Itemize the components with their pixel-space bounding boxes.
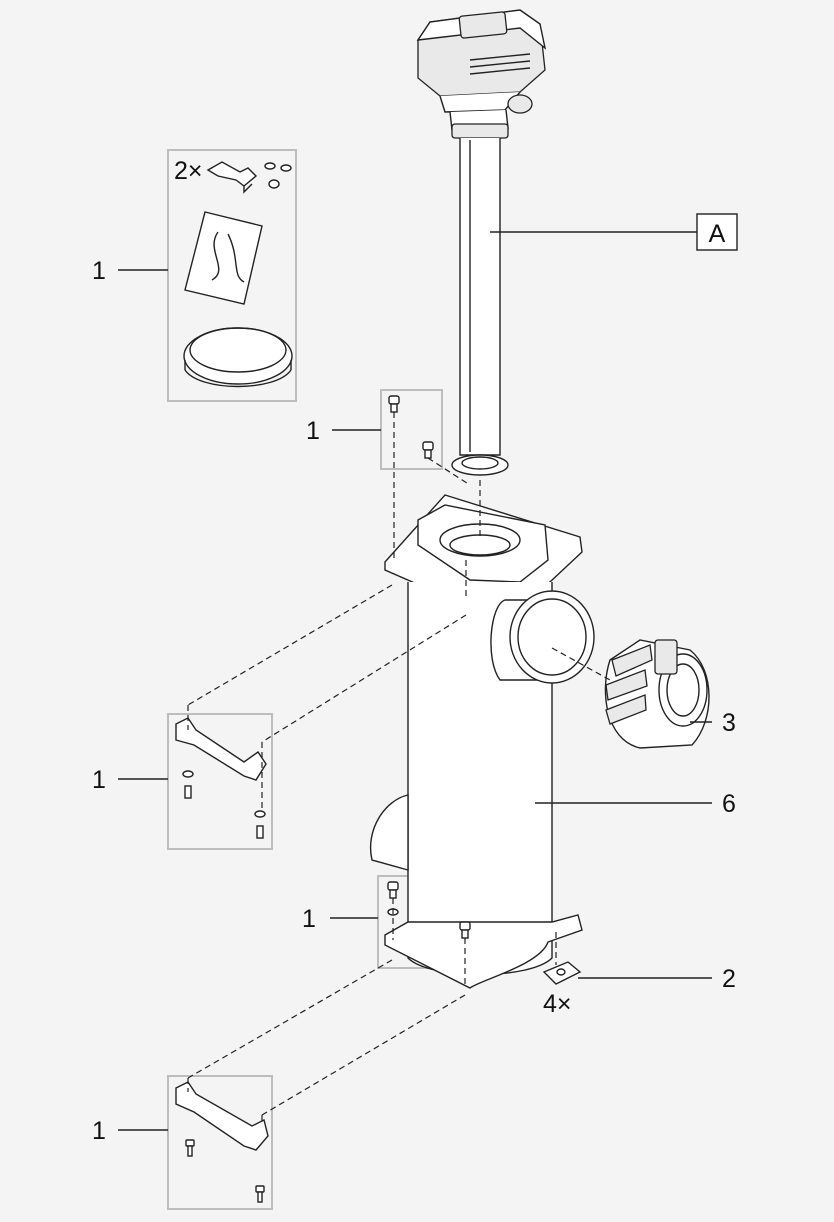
reference-a-box — [696, 213, 738, 251]
pipe-clamp-ring-icon — [183, 327, 293, 388]
kit-group-box — [167, 149, 297, 402]
coupling-callout: 3 — [722, 709, 736, 737]
top-screws-callout: 1 — [306, 417, 320, 445]
coupling-dash-line — [551, 647, 611, 681]
reference-a-label: A — [709, 220, 726, 248]
assembly-dash-lines-top — [187, 412, 481, 812]
feet-quantity-label: 4× — [543, 990, 572, 1018]
bottom-bracket-group-box — [167, 1075, 273, 1210]
feet-callout: 2 — [722, 965, 736, 993]
assembly-dash-lines-bottom — [187, 898, 466, 1124]
bottom-screws-callout: 1 — [302, 905, 316, 933]
kit-quantity-label: 2× — [174, 157, 203, 185]
bottom-bracket-callout: 1 — [92, 1117, 106, 1145]
kit-callout: 1 — [92, 257, 106, 285]
bottom-bracket-icon — [175, 1081, 269, 1203]
filter-housing — [369, 494, 595, 989]
top-screw-icon — [388, 395, 434, 459]
sealant-bag-icon — [184, 211, 263, 305]
mid-bracket-callout: 1 — [92, 766, 106, 794]
kit-bracket-icon — [206, 161, 258, 194]
housing-callout: 6 — [722, 790, 736, 818]
coupling-sleeve — [604, 639, 710, 749]
bottom-screw-icon — [387, 881, 471, 939]
foot-pad-icon — [542, 961, 582, 985]
mid-bracket-icon — [175, 717, 267, 839]
mid-bracket-group-box — [167, 713, 273, 850]
kit-nut-icon — [264, 162, 292, 189]
sensor-pipe — [451, 138, 509, 476]
control-unit — [416, 9, 547, 139]
